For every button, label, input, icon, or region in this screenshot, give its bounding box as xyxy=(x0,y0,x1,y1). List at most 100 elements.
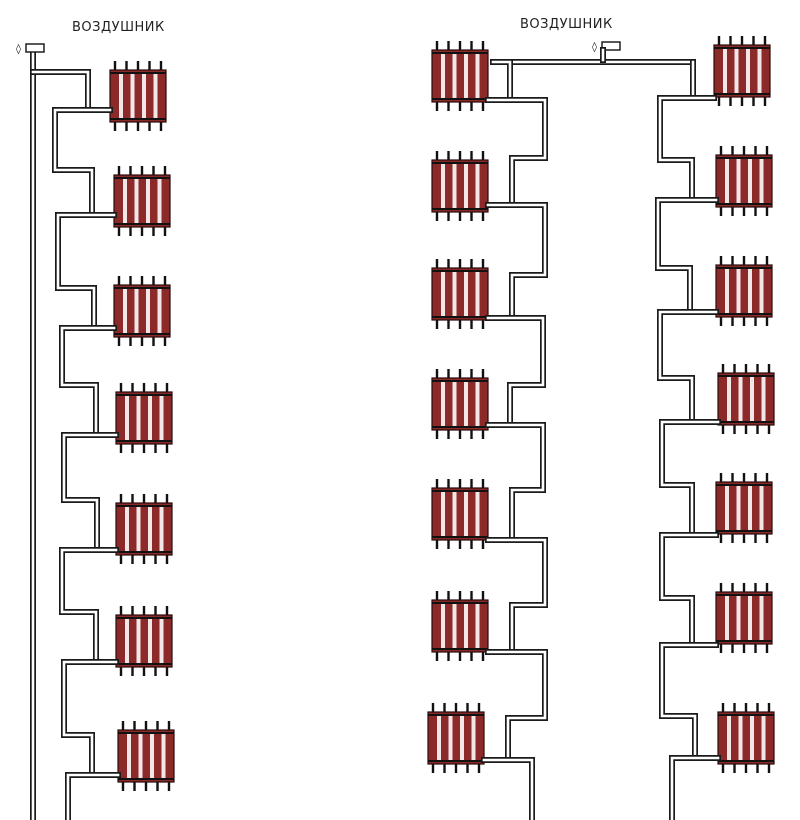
right-col-a-zigzag-8-core xyxy=(482,758,534,820)
right-col-a-radiator-3 xyxy=(431,259,489,329)
radiator-body xyxy=(115,502,173,556)
right-col-a-zigzag-6 xyxy=(485,537,548,655)
radiator-section xyxy=(146,179,150,223)
radiator-section xyxy=(464,492,468,536)
left-zigzag-2 xyxy=(55,212,117,331)
right-col-b-radiator-1 xyxy=(713,36,771,106)
right-col-b-zigzag-5 xyxy=(659,419,721,538)
right-col-b-zigzag-8-core xyxy=(670,756,720,820)
right-col-b-radiator-4 xyxy=(717,364,775,434)
right-col-b-zigzag-2 xyxy=(657,95,719,203)
right-col-b-zigzag-6 xyxy=(659,532,719,648)
radiator-section xyxy=(464,382,468,426)
radiator-section xyxy=(441,54,445,98)
radiator-section xyxy=(159,507,164,551)
radiator-section xyxy=(130,74,135,118)
radiator-section xyxy=(161,734,166,778)
radiator-body xyxy=(115,391,173,445)
radiator-section xyxy=(134,179,139,223)
left-zigzag-7-core xyxy=(66,773,120,820)
left-zigzag-5 xyxy=(59,547,119,665)
right-col-a-radiator-2 xyxy=(431,151,489,221)
left-top-supply xyxy=(30,69,91,113)
radiator-section xyxy=(441,492,445,536)
radiator-body xyxy=(717,372,775,426)
left-vent-label: ВОЗДУШНИК xyxy=(72,20,165,35)
radiator-section xyxy=(441,164,445,208)
radiator-section xyxy=(448,716,453,760)
right-col-a-radiator-5 xyxy=(431,479,489,549)
right-col-a-radiator-1 xyxy=(431,41,489,111)
radiator-section xyxy=(134,289,139,333)
radiator-section xyxy=(759,159,764,203)
radiator-section xyxy=(736,486,741,530)
left-radiator-5 xyxy=(115,494,173,564)
radiator-section xyxy=(757,49,762,93)
radiator-section xyxy=(138,734,143,778)
radiator-section xyxy=(159,619,164,663)
radiator-section xyxy=(123,179,127,223)
radiator-section xyxy=(464,54,468,98)
radiator-body xyxy=(717,711,775,765)
radiator-body xyxy=(113,284,171,338)
radiator-section xyxy=(123,289,127,333)
radiator-section xyxy=(723,49,727,93)
radiator-section xyxy=(136,396,141,440)
radiator-body xyxy=(431,267,489,321)
radiator-section xyxy=(441,604,445,648)
right-col-a-zigzag-6-core xyxy=(486,538,547,654)
left-zigzag-6-core xyxy=(62,660,120,777)
left-radiator-1 xyxy=(109,61,167,131)
radiator-section xyxy=(125,507,129,551)
radiator-body xyxy=(431,159,489,213)
right-col-a-zigzag-4 xyxy=(485,315,546,428)
radiator-section xyxy=(157,179,162,223)
radiator-section xyxy=(738,716,743,760)
radiator-section xyxy=(736,159,741,203)
radiator-body xyxy=(715,154,773,208)
radiator-section xyxy=(471,716,476,760)
left-radiator-4 xyxy=(115,383,173,453)
right-col-a-radiator-6 xyxy=(431,591,489,661)
radiator-section xyxy=(441,272,445,316)
air-vent-mark: ◊ xyxy=(592,41,597,53)
radiator-section xyxy=(148,507,152,551)
right-col-a-zigzag-5-core xyxy=(486,423,545,542)
right-col-a-zigzag-1 xyxy=(485,59,513,103)
radiator-body xyxy=(113,174,171,228)
radiator-section xyxy=(748,486,752,530)
radiator-section xyxy=(437,716,441,760)
left-air-vent-icon xyxy=(25,43,45,53)
radiator-section xyxy=(725,269,729,313)
radiator-section xyxy=(119,74,123,118)
radiator-body xyxy=(715,481,773,535)
radiator-body xyxy=(715,591,773,645)
radiator-section xyxy=(146,289,150,333)
radiator-body xyxy=(109,69,167,123)
radiator-section xyxy=(125,619,129,663)
left-zigzag-5-core xyxy=(60,548,118,664)
right-air-vent-icon xyxy=(601,41,621,51)
radiator-section xyxy=(748,269,752,313)
radiator-section xyxy=(734,49,739,93)
radiator-section xyxy=(725,159,729,203)
right-col-b-zigzag-8 xyxy=(669,755,721,820)
right-col-b-zigzag-7 xyxy=(659,642,721,761)
radiator-body xyxy=(431,487,489,541)
left-zigzag-1 xyxy=(52,107,117,218)
radiator-section xyxy=(159,396,164,440)
left-radiator-7 xyxy=(117,721,175,791)
right-col-a-radiator-4 xyxy=(431,369,489,439)
right-col-a-zigzag-7-core xyxy=(482,650,547,762)
left-zigzag-3 xyxy=(59,325,119,438)
radiator-section xyxy=(759,486,764,530)
right-col-a-zigzag-7 xyxy=(481,649,548,763)
radiator-body xyxy=(431,599,489,653)
radiator-body xyxy=(713,44,771,98)
radiator-section xyxy=(452,164,457,208)
right-col-b-zigzag-7-core xyxy=(660,643,720,760)
radiator-section xyxy=(464,272,468,316)
radiator-section xyxy=(452,54,457,98)
right-col-a-zigzag-2-core xyxy=(486,98,547,207)
radiator-section xyxy=(142,74,146,118)
